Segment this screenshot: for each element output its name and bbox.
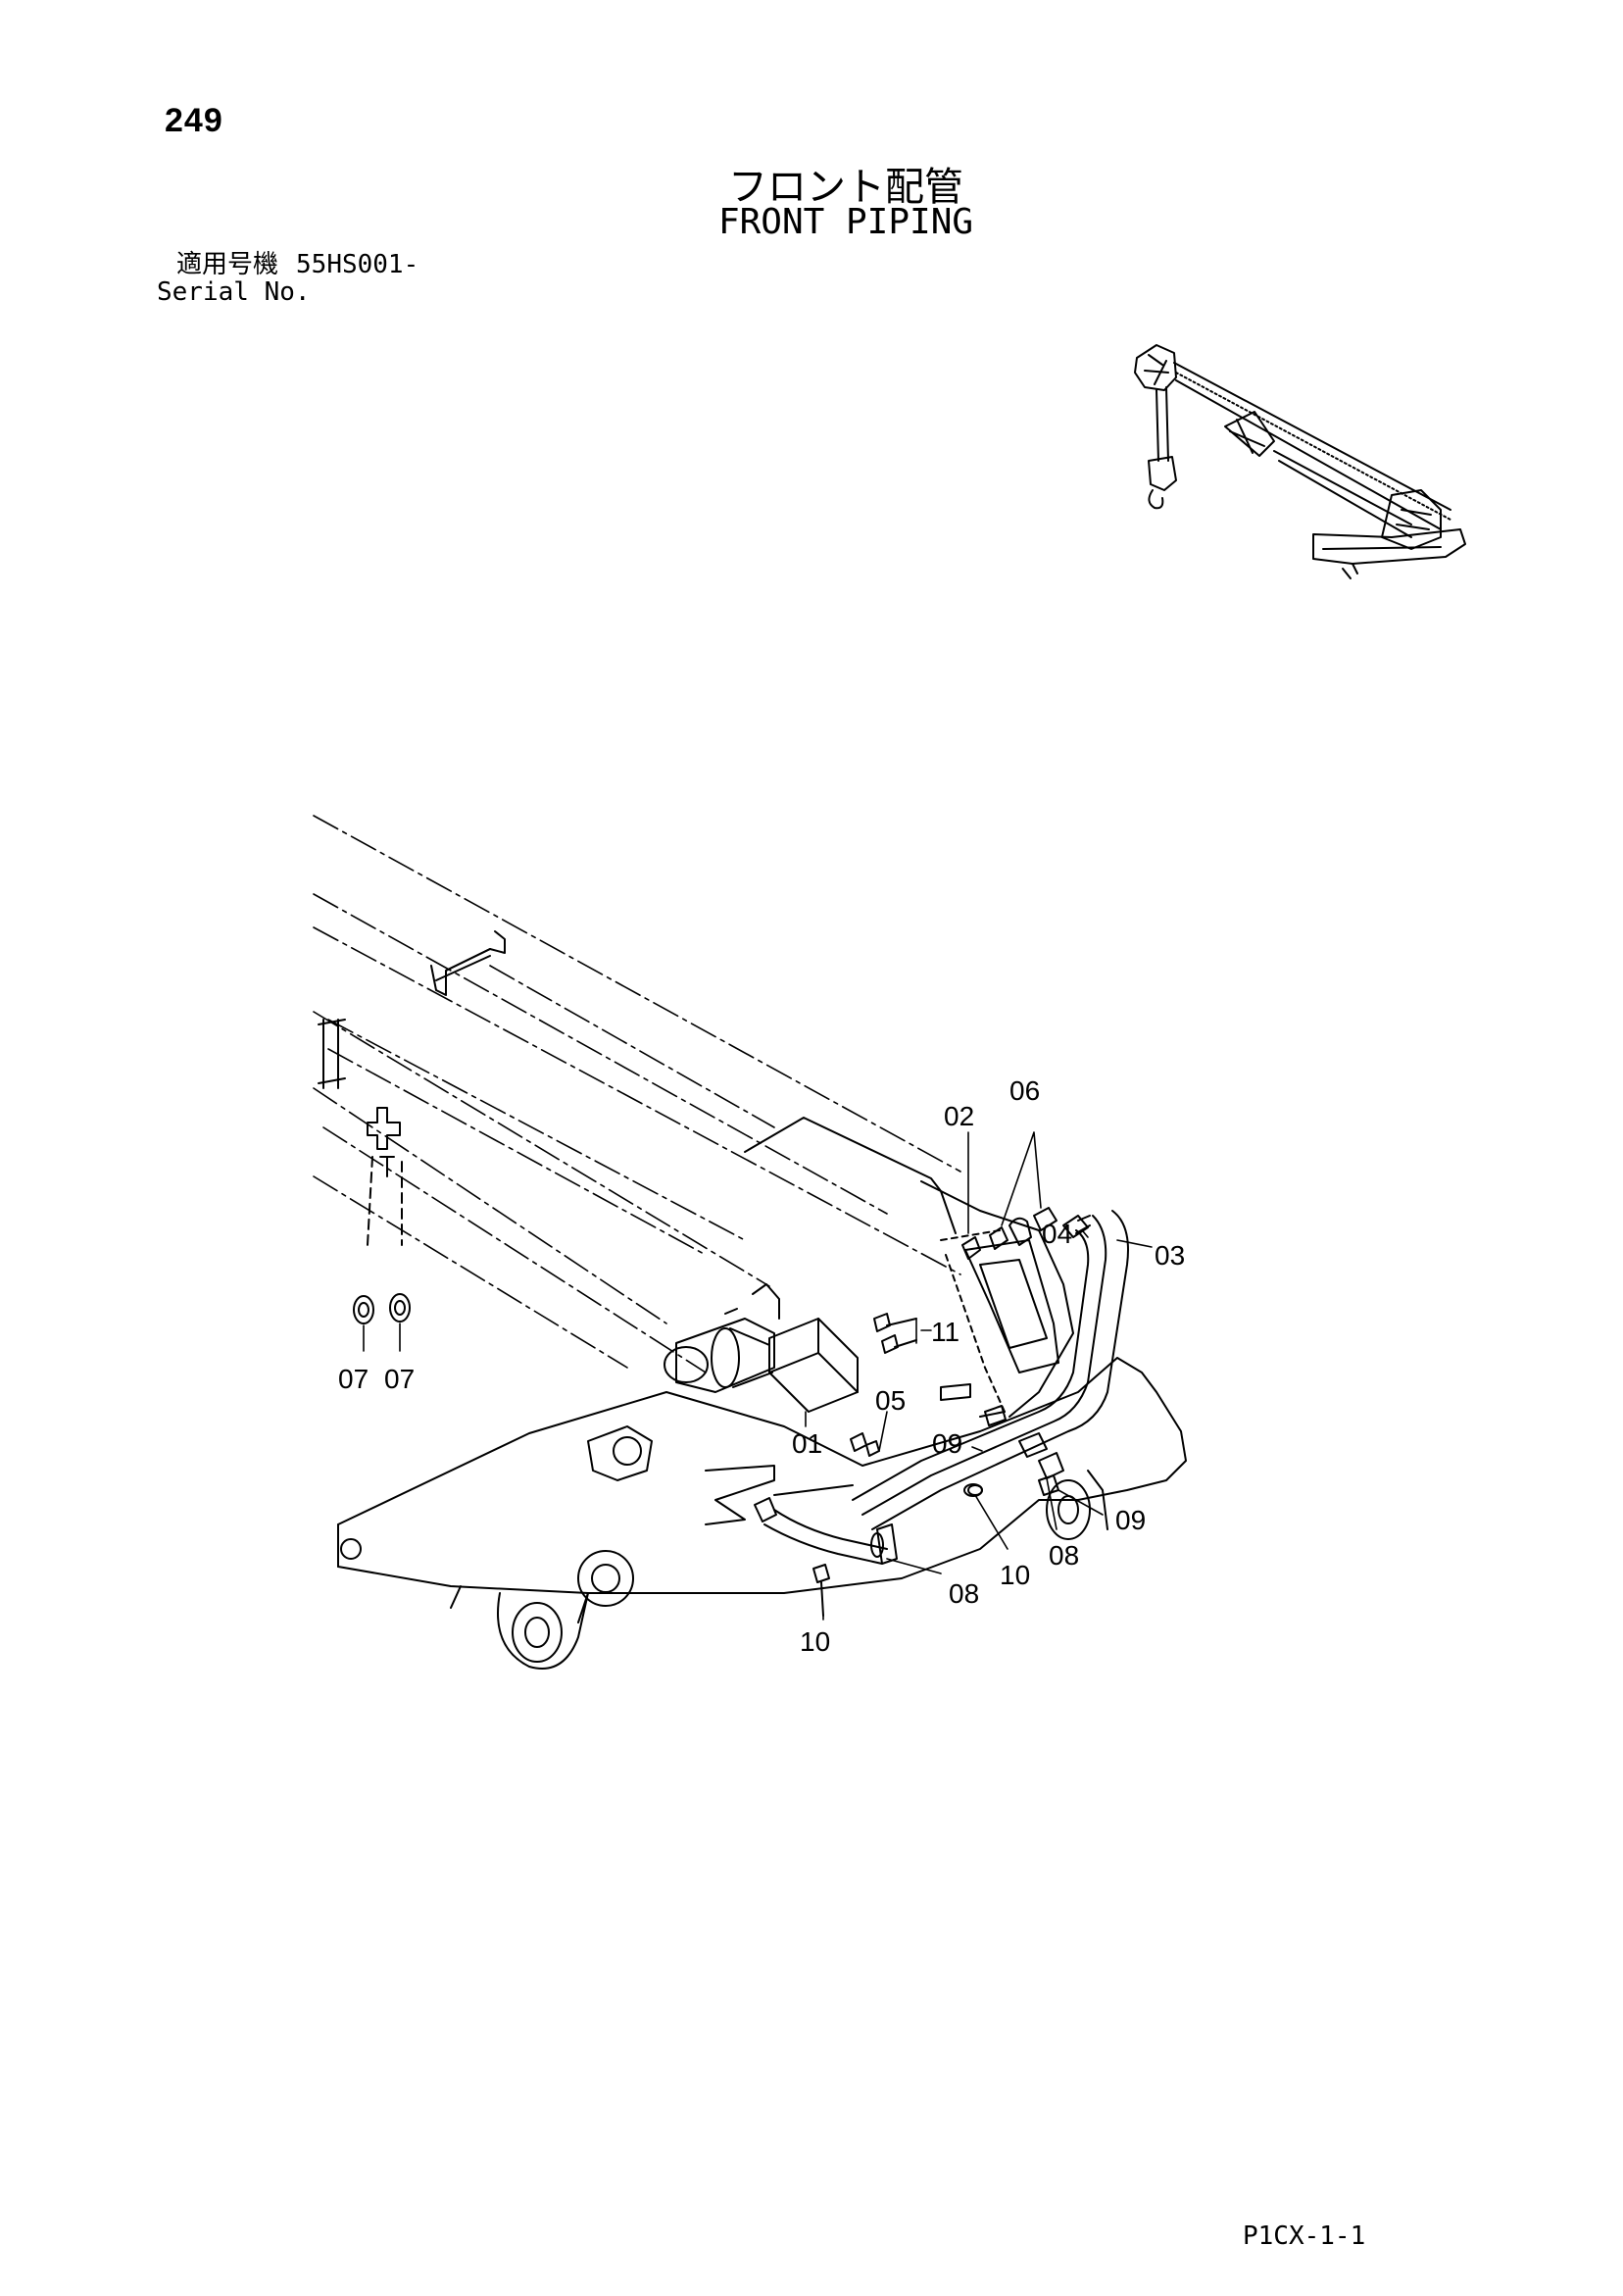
callout-10-right: 10	[1000, 1560, 1030, 1590]
main-assembly-drawing: 02 06 04 03 11 05 01 09 09 07 07 08 08 1…	[313, 815, 1187, 1670]
page-title-japanese: フロント配管	[728, 165, 963, 210]
callout-09-lower: 09	[1115, 1505, 1146, 1535]
serial-label-english: Serial No.	[157, 277, 311, 307]
callout-06: 06	[1009, 1075, 1040, 1106]
callout-09-upper: 09	[932, 1428, 962, 1459]
callout-05: 05	[875, 1385, 906, 1416]
callout-10-bottom: 10	[800, 1626, 830, 1657]
crane-overview-thumbnail	[1134, 344, 1466, 579]
footer-drawing-code: P1CX-1-1	[1243, 2221, 1366, 2251]
serial-value: 55HS001-	[296, 250, 419, 279]
callout-11: 11	[931, 1317, 959, 1347]
serial-number-block: 適用号機 55HS001- Serial No.	[157, 251, 418, 306]
page-number: 249	[165, 102, 223, 139]
callout-07-left: 07	[338, 1364, 369, 1394]
callout-04: 04	[1042, 1219, 1072, 1249]
callout-08-right: 08	[1049, 1540, 1079, 1571]
callout-03: 03	[1155, 1240, 1185, 1271]
page-title-english: FRONT PIPING	[717, 202, 974, 242]
callout-01: 01	[792, 1428, 822, 1459]
serial-label-japanese: 適用号機	[176, 250, 279, 279]
callout-02: 02	[944, 1101, 974, 1131]
callout-07-right: 07	[384, 1364, 415, 1394]
callout-08-left: 08	[949, 1578, 979, 1609]
